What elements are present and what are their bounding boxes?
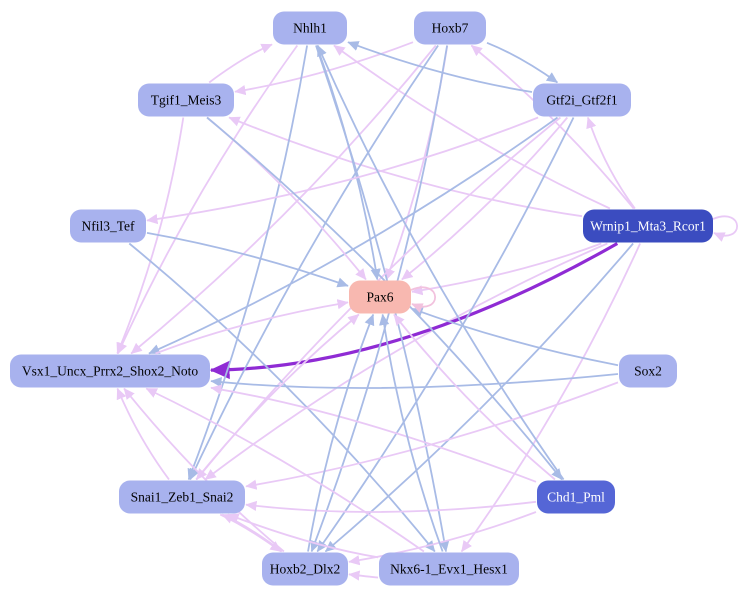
edge-Nkx6-1_Evx1_Hesx1-Hoxb2_Dlx2: [348, 570, 379, 581]
edge-Nkx6-1_Evx1_Hesx1-Pax6: [379, 313, 444, 552]
node-Hoxb2_Dlx2[interactable]: Hoxb2_Dlx2: [262, 552, 348, 586]
edge-Wrnip1_Mta3_Rcor1-Pax6: [411, 242, 602, 296]
edge-Tgif1_Meis3-Nhlh1: [208, 43, 273, 84]
node-label: Gtf2i_Gtf2f1: [546, 93, 617, 108]
edge-Nkx6-1_Evx1_Hesx1-Snai1_Zeb1_Snai2: [227, 513, 379, 559]
edge-Chd1_Pml-Nhlh1: [316, 44, 565, 481]
edge-Hoxb7-Tgif1_Meis3: [234, 41, 414, 96]
node-Vsx1_Uncx_Prrx2_Shox2_Noto[interactable]: Vsx1_Uncx_Prrx2_Shox2_Noto: [10, 354, 210, 388]
edge-Hoxb7-Snai1_Zeb1_Snai2: [189, 44, 439, 481]
edge-Hoxb7-Gtf2i_Gtf2f1: [486, 41, 558, 84]
edge-Wrnip1_Mta3_Rcor1-Nkx6-1_Evx1_Hesx1: [460, 243, 641, 553]
node-label: Tgif1_Meis3: [151, 93, 222, 108]
edge-Nhlh1-Vsx1_Uncx_Prrx2_Shox2_Noto: [117, 44, 299, 355]
edge-Hoxb2_Dlx2-Pax6: [307, 313, 375, 552]
edge-Wrnip1_Mta3_Rcor1-Hoxb7: [470, 44, 635, 210]
node-Hoxb7[interactable]: Hoxb7: [414, 11, 486, 45]
edge-Hoxb2_Dlx2-Vsx1_Uncx_Prrx2_Shox2_Noto: [123, 387, 285, 553]
node-Snai1_Zeb1_Snai2[interactable]: Snai1_Zeb1_Snai2: [119, 480, 245, 514]
edge-Tgif1_Meis3-Vsx1_Uncx_Prrx2_Shox2_Noto: [116, 117, 185, 355]
edge-Wrnip1_Mta3_Rcor1-Nhlh1: [333, 44, 611, 210]
node-Chd1_Pml[interactable]: Chd1_Pml: [537, 480, 615, 514]
edge-Wrnip1_Mta3_Rcor1-Vsx1_Uncx_Prrx2_Shox2_Noto: [209, 242, 619, 380]
edge-Chd1_Pml-Hoxb2_Dlx2: [348, 511, 537, 566]
node-label: Hoxb7: [432, 21, 469, 36]
edge-Chd1_Pml-Snai1_Zeb1_Snai2: [245, 500, 537, 513]
node-Gtf2i_Gtf2f1[interactable]: Gtf2i_Gtf2f1: [533, 83, 631, 117]
edge-Snai1_Zeb1_Snai2-Vsx1_Uncx_Prrx2_Shox2_Noto: [116, 387, 170, 481]
edge-Chd1_Pml-Pax6: [393, 313, 556, 481]
node-Pax6[interactable]: Pax6: [349, 280, 411, 314]
node-Wrnip1_Mta3_Rcor1[interactable]: Wrnip1_Mta3_Rcor1: [583, 209, 713, 243]
self-loop-Pax6: [410, 286, 436, 313]
self-loop-Wrnip1_Mta3_Rcor1: [712, 215, 738, 242]
node-label: Nhlh1: [293, 21, 327, 36]
edge-Chd1_Pml-Vsx1_Uncx_Prrx2_Shox2_Noto: [210, 384, 537, 483]
node-Nkx6-1_Evx1_Hesx1[interactable]: Nkx6-1_Evx1_Hesx1: [379, 552, 519, 586]
edge-Wrnip1_Mta3_Rcor1-Hoxb2_Dlx2: [324, 242, 634, 553]
node-label: Vsx1_Uncx_Prrx2_Shox2_Noto: [22, 364, 199, 379]
node-label: Chd1_Pml: [547, 490, 605, 505]
node-label: Hoxb2_Dlx2: [270, 562, 341, 577]
edge-Nkx6-1_Evx1_Hesx1-Vsx1_Uncx_Prrx2_Shox2_Noto: [145, 387, 425, 553]
edge-Wrnip1_Mta3_Rcor1-Gtf2i_Gtf2f1: [586, 116, 636, 210]
node-label: Nkx6-1_Evx1_Hesx1: [390, 562, 508, 577]
edge-Gtf2i_Gtf2f1-Hoxb2_Dlx2: [316, 117, 575, 553]
edge-Gtf2i_Gtf2f1-Nfil3_Tef: [146, 116, 539, 225]
edge-Sox2-Pax6: [411, 307, 619, 367]
node-label: Pax6: [367, 290, 394, 305]
edge-Gtf2i_Gtf2f1-Pax6: [401, 116, 568, 281]
node-Tgif1_Meis3[interactable]: Tgif1_Meis3: [138, 83, 234, 117]
edge-Hoxb2_Dlx2-Snai1_Zeb1_Snai2: [221, 513, 283, 553]
node-Nhlh1[interactable]: Nhlh1: [273, 11, 347, 45]
edge-Wrnip1_Mta3_Rcor1-Snai1_Zeb1_Snai2: [204, 242, 608, 481]
edge-Sox2-Vsx1_Uncx_Prrx2_Shox2_Noto: [210, 373, 619, 389]
edge-Hoxb7-Vsx1_Uncx_Prrx2_Shox2_Noto: [130, 44, 437, 355]
edge-Nfil3_Tef-Nkx6-1_Evx1_Hesx1: [128, 242, 436, 553]
edge-Sox2-Snai1_Zeb1_Snai2: [245, 381, 619, 490]
edge-Wrnip1_Mta3_Rcor1-Tgif1_Meis3: [228, 116, 583, 218]
edge-Vsx1_Uncx_Prrx2_Shox2_Noto-Pax6: [155, 299, 349, 355]
edge-Gtf2i_Gtf2f1-Nhlh1: [347, 41, 533, 93]
edge-Nhlh1-Snai1_Zeb1_Snai2: [187, 45, 308, 481]
node-label: Nfil3_Tef: [81, 219, 135, 234]
edge-Snai1_Zeb1_Snai2-Hoxb2_Dlx2: [219, 513, 282, 553]
node-Sox2[interactable]: Sox2: [619, 354, 677, 388]
node-label: Snai1_Zeb1_Snai2: [131, 490, 234, 505]
node-label: Wrnip1_Mta3_Rcor1: [590, 219, 706, 234]
edge-Gtf2i_Gtf2f1-Vsx1_Uncx_Prrx2_Shox2_Noto: [148, 116, 559, 355]
edge-Snai1_Zeb1_Snai2-Pax6: [195, 313, 360, 481]
node-label: Sox2: [634, 364, 662, 379]
edge-Nfil3_Tef-Pax6: [146, 232, 349, 288]
node-Nfil3_Tef[interactable]: Nfil3_Tef: [70, 209, 146, 243]
